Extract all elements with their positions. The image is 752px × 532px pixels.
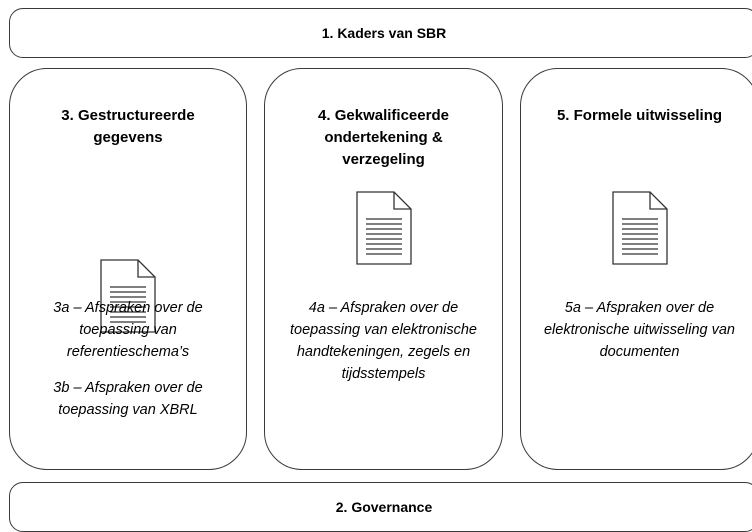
bottom-bar: 2. Governance: [9, 482, 752, 532]
document-icon: [355, 191, 412, 265]
document-icon: [611, 191, 668, 265]
column-structured-data: 3. Gestructureerde gegevens 3a – Afsprak…: [9, 68, 247, 470]
column-title: 5. Formele uitwisseling: [556, 107, 723, 124]
document-icon: [100, 259, 156, 333]
column-item: 3b – Afspraken over de toepassing van XB…: [53, 380, 203, 418]
column-item: 3a – Afspraken over de toepassing van re…: [53, 300, 203, 360]
top-bar-label: 1. Kaders van SBR: [321, 25, 447, 41]
column-item: 5a – Afspraken over de elektronische uit…: [543, 300, 735, 360]
column-title: 4. Gekwalificeerde ondertekening & verze…: [318, 107, 449, 168]
column-item: 4a – Afspraken over de toepassing van el…: [289, 300, 477, 382]
column-formal-exchange: 5. Formele uitwisseling 5a – Afspraken o…: [520, 68, 752, 470]
column-qualified-signing: 4. Gekwalificeerde ondertekening & verze…: [264, 68, 503, 470]
top-bar: 1. Kaders van SBR: [9, 8, 752, 58]
bottom-bar-label: 2. Governance: [335, 499, 433, 515]
column-title: 3. Gestructureerde gegevens: [61, 107, 195, 146]
